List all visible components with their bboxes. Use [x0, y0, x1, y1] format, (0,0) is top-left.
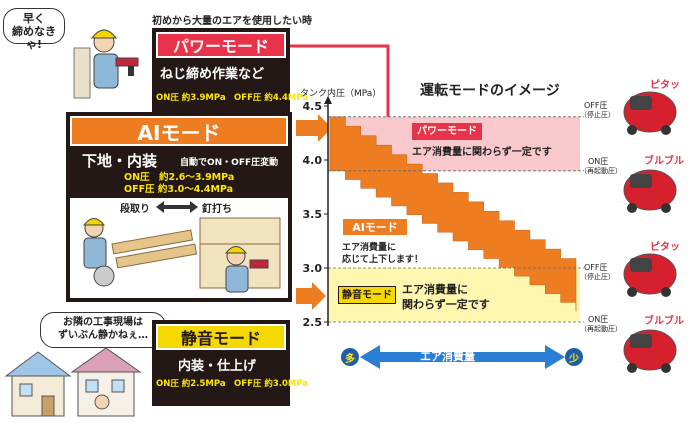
right-label-on-2-sub: （再起動圧） — [580, 325, 622, 333]
power-mode-title: パワーモード — [156, 32, 286, 58]
ai-mode-sub: 下地・内装 — [82, 152, 158, 170]
compressor-icon-2 — [620, 169, 677, 213]
quiet-mode-spec: ON圧 約2.5MPa OFF圧 約3.0MPa — [156, 379, 309, 389]
arrow-label-air: エア消費量 — [420, 350, 475, 363]
y-axis-arrowhead — [324, 96, 332, 104]
power-mode-note: 初めから大量のエアを使用したい時 — [152, 16, 312, 27]
ai-mode-spec-off: OFF圧 約3.0～4.4MPa — [124, 184, 234, 195]
y-tick-label-1: 4.0 — [303, 154, 323, 167]
y-tick-label-3: 3.0 — [303, 262, 323, 275]
chart-title: 運転モードのイメージ — [420, 83, 560, 99]
right-label-off-1: OFF圧 — [584, 101, 608, 110]
chart-quiet-desc2: 関わらず一定です — [402, 298, 490, 311]
worker-drill-illustration — [68, 8, 148, 104]
ai-label-nailing: 釘打ち — [202, 204, 232, 215]
quiet-mode-title: 静音モード — [156, 324, 286, 350]
y-tick-label-2: 3.5 — [303, 208, 323, 221]
chart-quiet-label: 静音モード — [338, 286, 396, 304]
chart-power-desc: エア消費量に関わらず一定です — [412, 147, 552, 158]
y-tick-label-4: 2.5 — [303, 316, 323, 329]
compressor-icon-3 — [623, 253, 677, 297]
chart-ai-label: AIモード — [342, 218, 408, 236]
right-label-off-1-sub: （停止圧） — [580, 111, 615, 119]
chart-quiet-desc1: エア消費量に — [402, 283, 468, 296]
ai-staircase — [329, 116, 577, 312]
mode-arrows — [290, 44, 394, 310]
power-mode-spec: ON圧 約3.9MPa OFF圧 約4.4MPa — [156, 93, 309, 103]
sound-label-3: ピタッ — [650, 242, 680, 253]
quiet-mode-sub: 内装・仕上げ — [178, 359, 257, 374]
right-label-off-2: OFF圧 — [584, 263, 608, 272]
ai-mode-spec-on: ON圧 約2.6～3.9MPa — [124, 172, 235, 183]
sound-label-4: ブルブル — [644, 316, 684, 327]
right-label-on-2: ON圧 — [588, 315, 609, 324]
ai-mode-sub-note: 自動でON・OFF圧変動 — [180, 158, 279, 168]
chart-ai-desc2: 応じて上下します！ — [342, 255, 424, 265]
worker-saw-illustration — [82, 217, 281, 293]
arrow-label-few: 少 — [569, 354, 579, 365]
air-consumption-arrow — [341, 345, 583, 369]
right-label-on-1: ON圧 — [588, 157, 609, 166]
chart-y-axis-label: タンク内圧（MPa） — [300, 89, 382, 99]
ai-label-setup: 段取り — [120, 204, 150, 215]
chart-power-label: パワーモード — [412, 123, 482, 140]
ai-mode-title: AIモード — [70, 116, 288, 146]
speech-bubble-quiet: お隣の工事現場は ずいぶん静かねぇ… — [40, 312, 166, 348]
speech-bubble-power: 早く 締めなきゃ! — [3, 8, 65, 51]
y-tick-label-0: 4.5 — [303, 100, 323, 113]
right-label-off-2-sub: （停止圧） — [580, 273, 615, 281]
right-label-on-1-sub: （再起動圧） — [580, 167, 622, 175]
arrow-label-many: 多 — [345, 354, 355, 365]
houses-illustration — [4, 347, 142, 417]
compressor-illustrations — [620, 91, 677, 373]
compressor-icon-4 — [620, 329, 677, 373]
compressor-icon-1 — [623, 91, 677, 135]
sound-label-2: ブルブル — [644, 156, 684, 167]
double-arrow-icon — [156, 201, 198, 213]
power-mode-sub: ねじ締め作業など — [160, 67, 265, 82]
sound-label-1: ピタッ — [650, 80, 680, 91]
chart-ai-desc1: エア消費量に — [342, 243, 397, 253]
